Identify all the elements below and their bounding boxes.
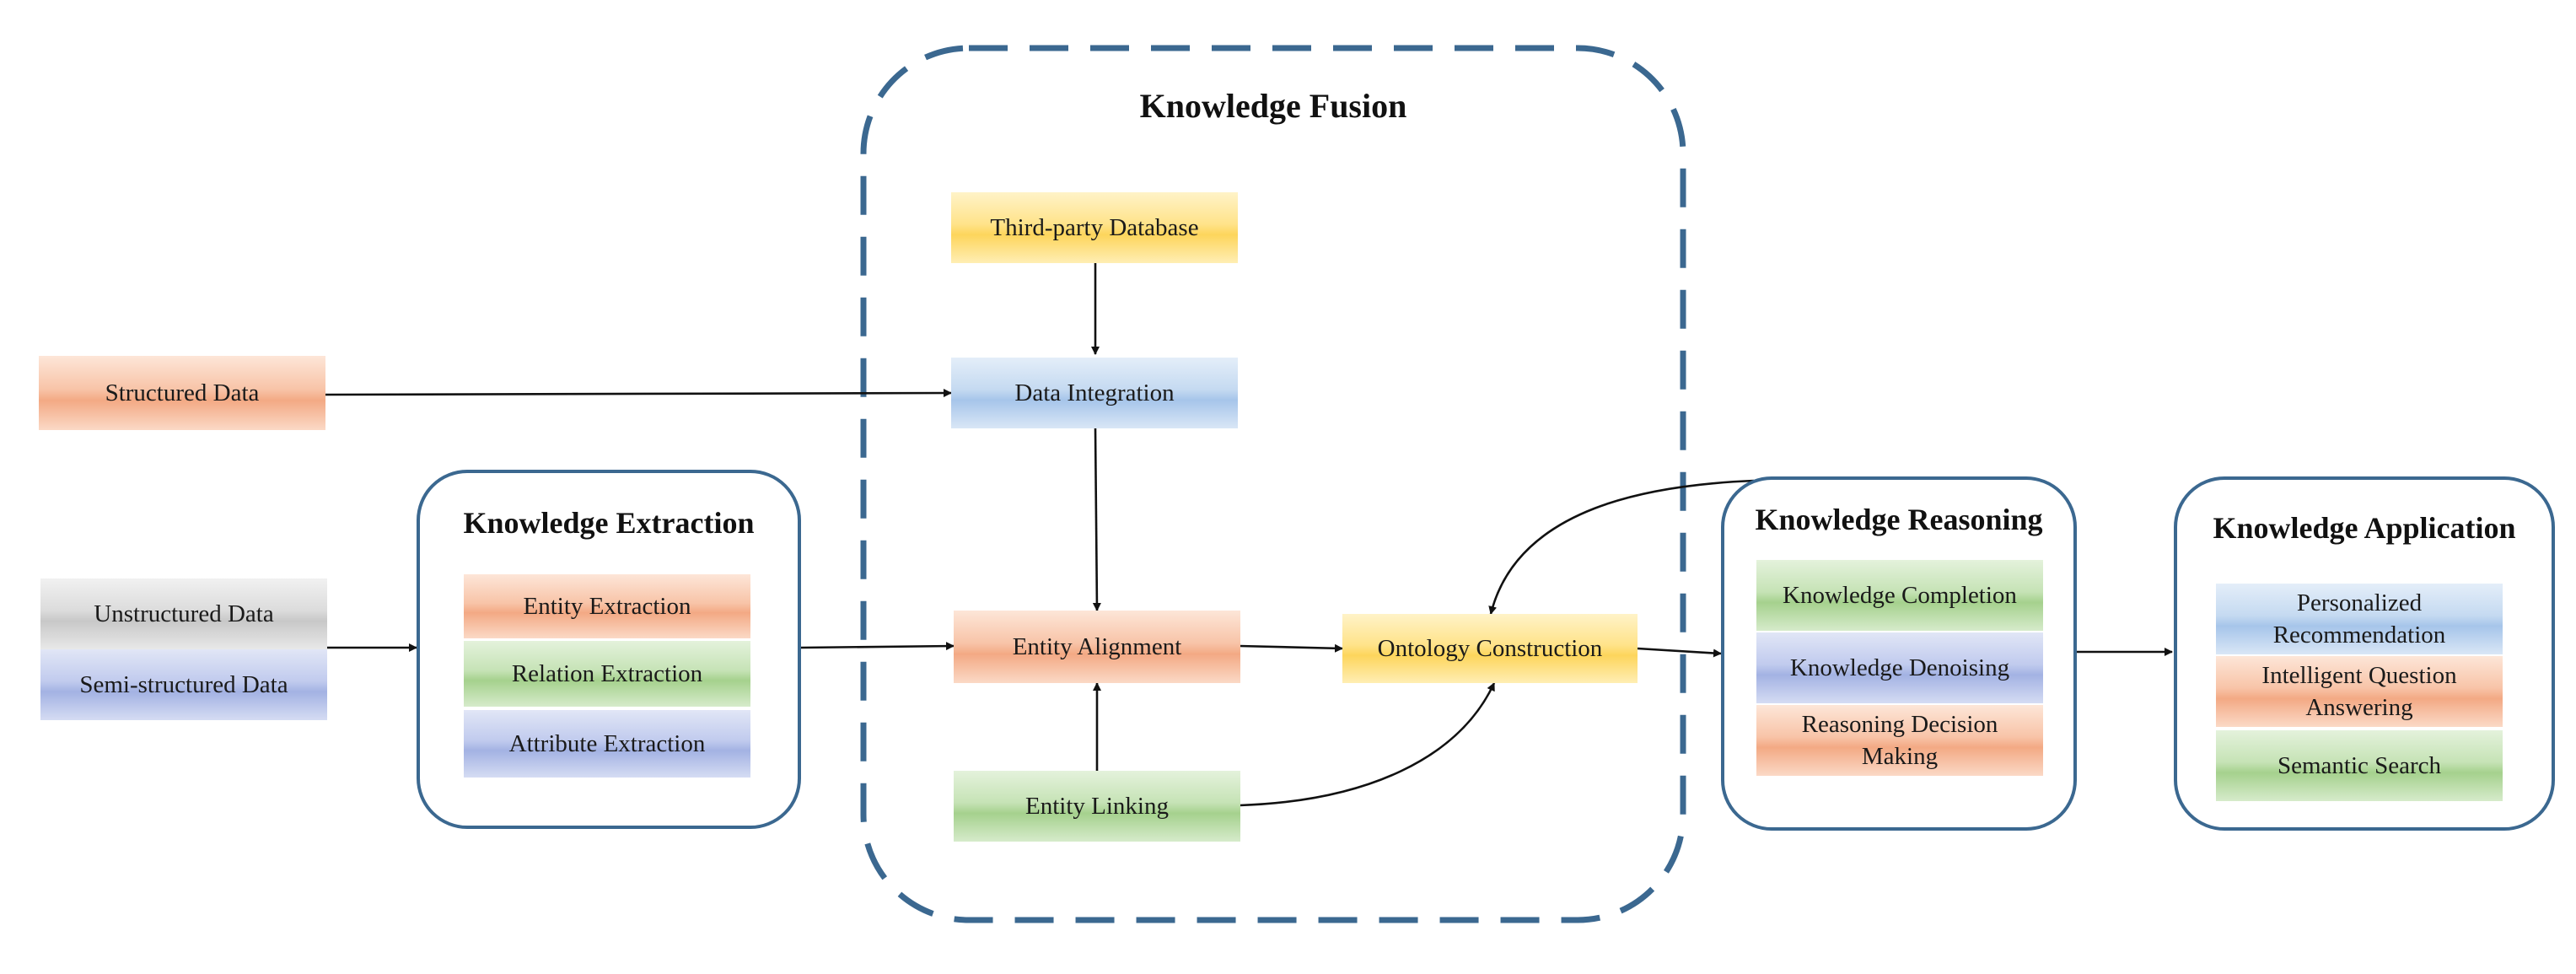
knowledge-application-title: Knowledge Application [2213, 511, 2516, 545]
third-party-database-node: Third-party Database [951, 192, 1238, 263]
data-integration-node: Data Integration [951, 358, 1238, 428]
intelligent-question-answering-node: Intelligent Question Answering [2216, 656, 2503, 727]
entity-alignment-node: Entity Alignment [954, 611, 1240, 683]
knowledge-extraction-group: Knowledge Extraction [417, 470, 801, 829]
arrow-ontology-to-reasoning [1637, 647, 1722, 658]
relation-extraction-node: Relation Extraction [464, 641, 750, 707]
semantic-search-node: Semantic Search [2216, 730, 2503, 801]
entity-extraction-node: Entity Extraction [464, 574, 750, 638]
knowledge-reasoning-group: Knowledge Reasoning [1721, 476, 2077, 831]
arrow-linking-to-ontology [1239, 682, 1496, 807]
knowledge-reasoning-title: Knowledge Reasoning [1755, 503, 2043, 536]
personalized-recommendation-node: Personalized Recommendation [2216, 584, 2503, 654]
arrow-alignment-to-ontology [1239, 643, 1343, 653]
knowledge-completion-node: Knowledge Completion [1756, 560, 2043, 631]
arrow-integration-to-alignment [1092, 428, 1101, 611]
attribute-extraction-node: Attribute Extraction [464, 710, 750, 778]
ontology-construction-node: Ontology Construction [1342, 614, 1638, 683]
reasoning-decision-making-node: Reasoning Decision Making [1756, 705, 2043, 776]
structured-data-node: Structured Data [39, 356, 325, 430]
knowledge-denoising-node: Knowledge Denoising [1756, 632, 2043, 703]
knowledge-application-group: Knowledge Application [2174, 476, 2555, 831]
arrow-reasoning-to-ontology [1488, 479, 1755, 615]
unstructured-data-node: Unstructured Data [40, 578, 327, 649]
knowledge-fusion-boundary [860, 45, 1686, 923]
semi-structured-data-node: Semi-structured Data [40, 649, 327, 720]
arrow-extraction-to-alignment [800, 642, 955, 651]
knowledge-fusion-title: Knowledge Fusion [1139, 87, 1407, 125]
arrow-structured-to-integration [325, 389, 952, 398]
knowledge-extraction-title: Knowledge Extraction [463, 506, 755, 540]
entity-linking-node: Entity Linking [954, 771, 1240, 842]
